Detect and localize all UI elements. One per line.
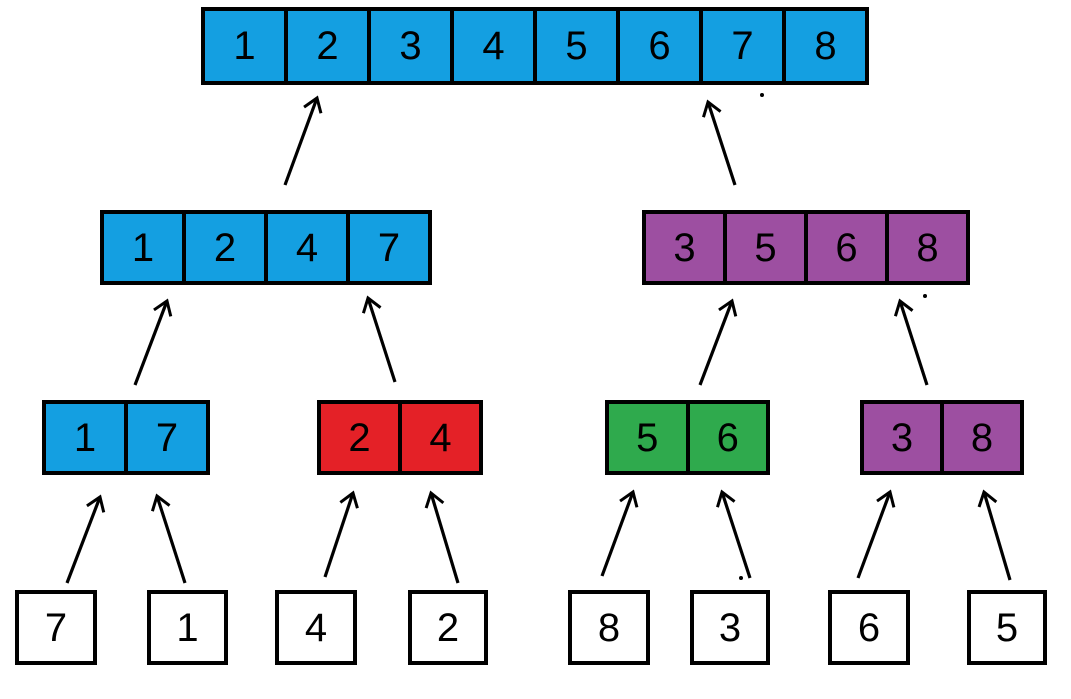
merge-arrow <box>702 99 737 186</box>
array-cell: 6 <box>685 400 770 475</box>
array-cell: 1 <box>201 7 288 85</box>
merge-arrow <box>893 298 929 386</box>
array-cell: 6 <box>804 210 889 285</box>
merge-arrow <box>716 489 752 579</box>
array-cell: 3 <box>690 590 770 665</box>
array-cell: 5 <box>533 7 620 85</box>
merge-arrow <box>856 489 896 579</box>
merge-arrow <box>361 295 397 383</box>
array-cell: 8 <box>782 7 869 85</box>
array-cell: 2 <box>408 590 488 665</box>
array-cell: 6 <box>616 7 703 85</box>
array-cell: 7 <box>124 400 210 475</box>
array-cell: 4 <box>398 400 483 475</box>
array-cell: 8 <box>568 590 650 665</box>
array-cell: 4 <box>264 210 350 285</box>
array-cell: 3 <box>642 210 727 285</box>
array-cell: 4 <box>450 7 537 85</box>
array-cell: 8 <box>885 210 970 285</box>
single-2: 2 <box>408 590 488 665</box>
single-7: 7 <box>15 590 97 665</box>
stray-dot <box>923 294 927 298</box>
single-1: 1 <box>147 590 228 665</box>
merge-arrow <box>977 489 1012 581</box>
single-6: 6 <box>828 590 910 665</box>
array-cell: 3 <box>367 7 454 85</box>
merge-arrow <box>323 490 359 578</box>
merge-arrow <box>698 298 738 386</box>
array-cell: 1 <box>100 210 186 285</box>
array-cell: 7 <box>699 7 786 85</box>
merge-arrow <box>65 494 106 584</box>
stray-dot <box>739 576 743 580</box>
array-cell: 2 <box>182 210 268 285</box>
array-cell: 2 <box>284 7 371 85</box>
merge-arrow <box>133 298 173 386</box>
single-3: 3 <box>690 590 770 665</box>
array-cell: 1 <box>147 590 228 665</box>
array-cell: 2 <box>317 400 402 475</box>
merge-arrow <box>424 490 460 584</box>
array-cell: 3 <box>860 400 944 475</box>
array-cell: 4 <box>275 590 357 665</box>
array-cell: 8 <box>940 400 1024 475</box>
array-cell: 5 <box>605 400 690 475</box>
array-cell: 1 <box>42 400 128 475</box>
merge-arrow <box>600 489 639 577</box>
array-cell: 7 <box>15 590 97 665</box>
single-4: 4 <box>275 590 357 665</box>
merge-arrow <box>150 493 187 584</box>
merge-arrow <box>283 95 323 186</box>
single-5: 5 <box>967 590 1047 665</box>
stray-dot <box>760 93 764 97</box>
array-cell: 6 <box>828 590 910 665</box>
single-8: 8 <box>568 590 650 665</box>
array-cell: 7 <box>346 210 432 285</box>
array-cell: 5 <box>967 590 1047 665</box>
array-cell: 5 <box>723 210 808 285</box>
